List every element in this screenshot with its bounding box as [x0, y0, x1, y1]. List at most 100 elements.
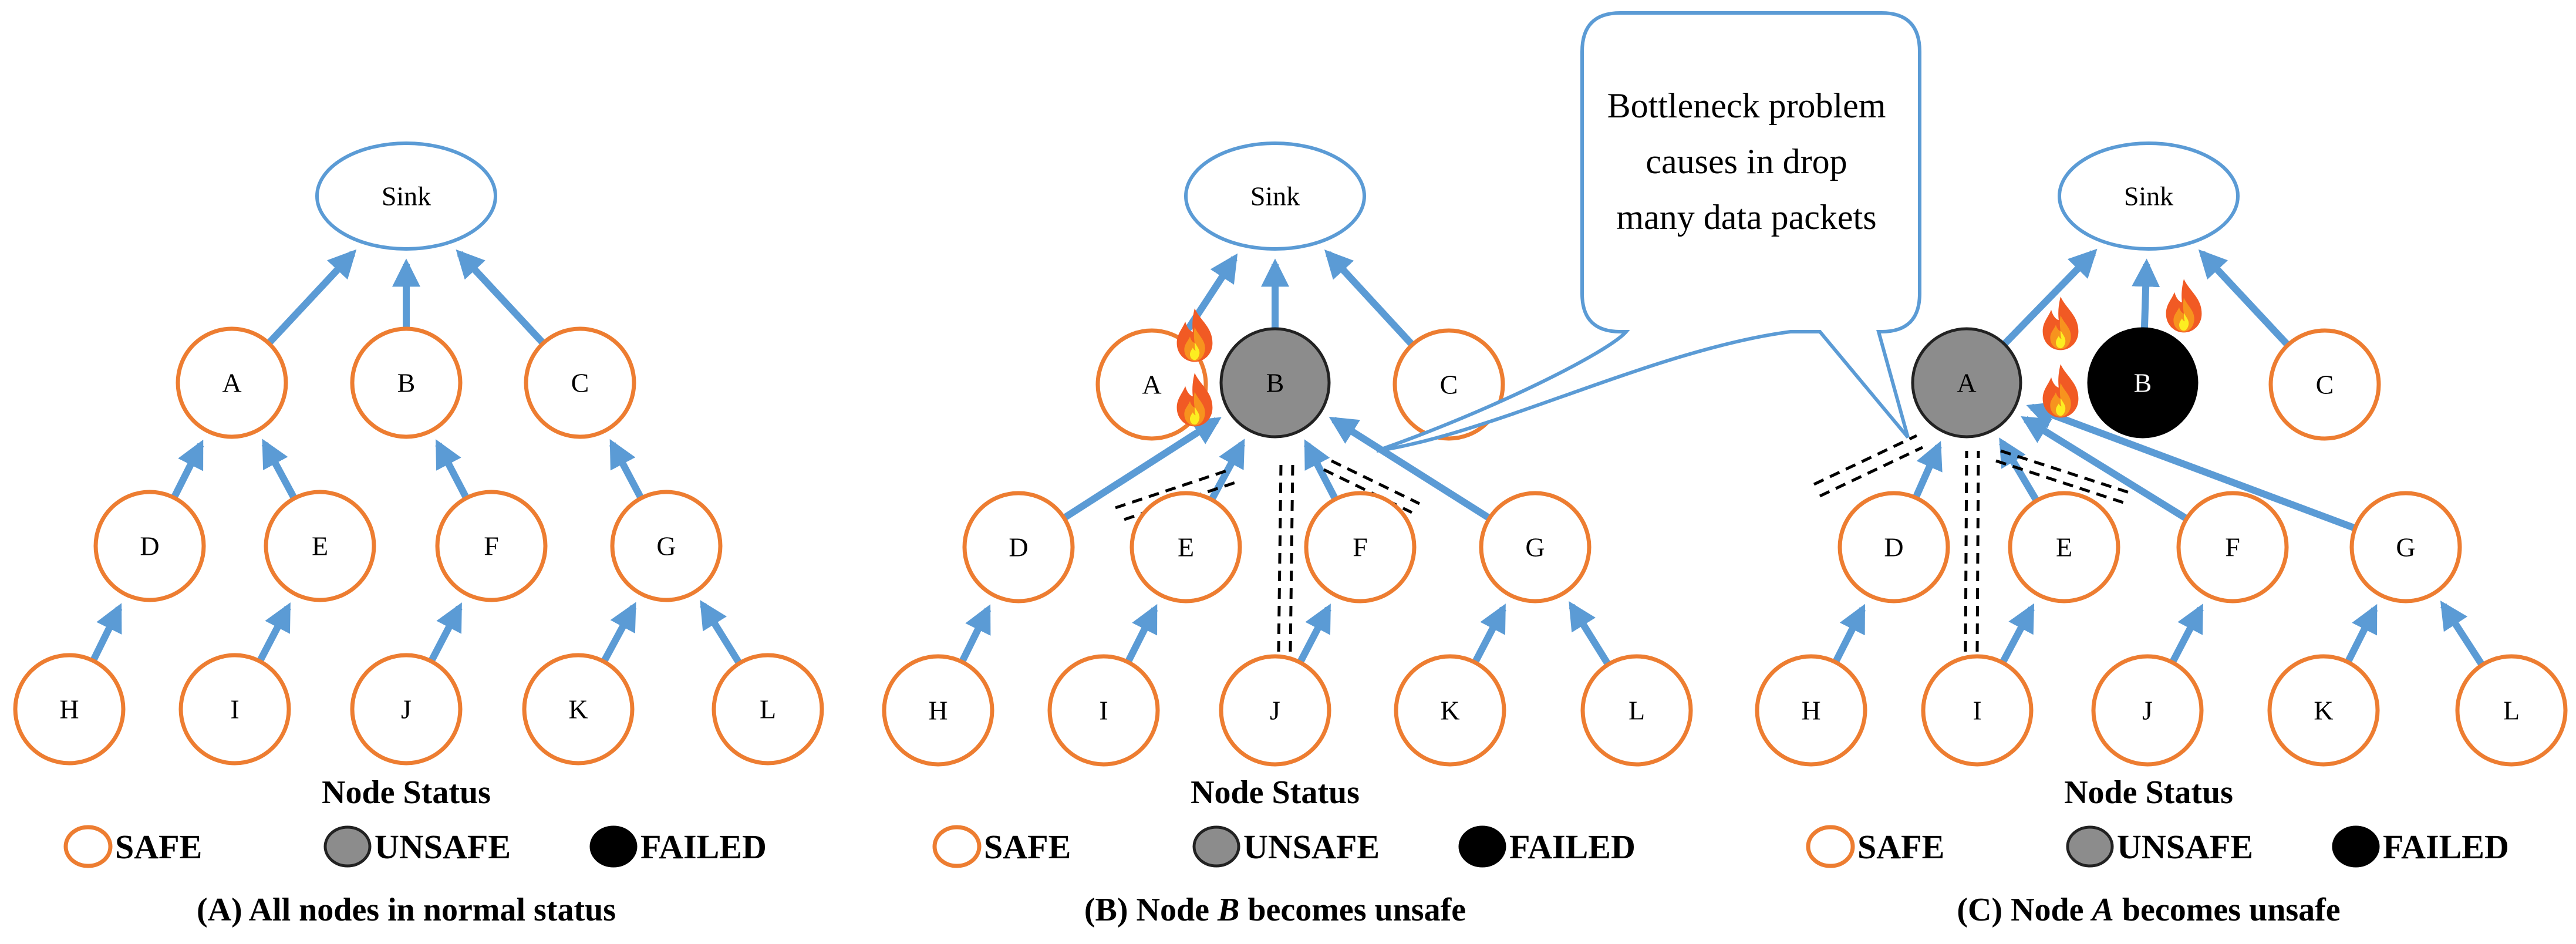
legend-unsafe-label: UNSAFE — [2117, 828, 2253, 866]
edge-k-to-g — [2345, 604, 2378, 664]
node-k: K — [1394, 654, 1506, 767]
node-c: C — [2268, 328, 2381, 441]
edge-d-to-a — [1912, 441, 1943, 500]
node-j: J — [1219, 654, 1331, 767]
node-label: G — [1525, 532, 1545, 562]
edge-c-to-sink — [1324, 250, 1415, 348]
node-label: C — [1440, 370, 1458, 400]
node-e: E — [1129, 491, 1242, 604]
edge-h-to-d — [1832, 604, 1866, 664]
node-l: L — [1580, 654, 1693, 767]
node-k: K — [2267, 654, 2380, 767]
legend-failed-label: FAILED — [1509, 828, 1636, 866]
legend-safe-swatch — [932, 825, 982, 868]
node-label: F — [484, 531, 499, 561]
legend-title: Node Status — [2064, 774, 2233, 811]
legend-failed-swatch — [2332, 825, 2380, 868]
node-h: H — [1755, 654, 1867, 767]
legend-unsafe-swatch — [1192, 825, 1240, 868]
edge-l-to-g — [2440, 600, 2486, 667]
node-l: L — [712, 653, 824, 766]
node-label: L — [2503, 696, 2520, 726]
panel-caption: (A) All nodes in normal status — [197, 892, 616, 928]
broken-link-5 — [2000, 449, 2132, 495]
node-f: F — [435, 490, 548, 602]
node-label: E — [2056, 532, 2072, 562]
node-label: F — [2225, 532, 2240, 562]
node-f: F — [1304, 491, 1417, 604]
node-label: H — [59, 694, 79, 724]
edge-f-to-b — [435, 439, 470, 500]
broken-link-3 — [1277, 463, 1283, 652]
legend-title: Node Status — [1191, 774, 1360, 811]
panel-caption: (B) Node B becomes unsafe — [1084, 892, 1466, 928]
node-c: C — [524, 326, 636, 439]
legend-failed-swatch — [589, 825, 638, 868]
edge-e-to-b — [1208, 439, 1245, 502]
legend-title: Node Status — [322, 774, 491, 811]
callout-line-1: Bottleneck problem — [1607, 86, 1886, 125]
legend-failed-label: FAILED — [2383, 828, 2509, 866]
node-e: E — [264, 490, 376, 602]
node-a: A — [176, 326, 288, 439]
node-label: K — [1440, 696, 1459, 726]
legend-unsafe-swatch — [2066, 825, 2114, 868]
node-label: E — [312, 531, 328, 561]
node-i: I — [178, 653, 291, 766]
node-g: G — [2349, 491, 2462, 604]
edge-a-to-sink — [2001, 248, 2098, 347]
node-e: E — [2008, 491, 2120, 604]
node-label: H — [928, 696, 948, 726]
node-label: J — [2142, 696, 2153, 726]
node-b: B — [2087, 327, 2199, 439]
legend-safe-label: SAFE — [115, 828, 202, 866]
legend-safe-label: SAFE — [984, 828, 1071, 866]
edge-l-to-g — [1569, 601, 1611, 667]
broken-link-4 — [1289, 463, 1294, 652]
edge-f-to-b — [1303, 439, 1339, 501]
edge-a-to-sink — [1178, 253, 1238, 342]
edge-g-to-a — [2026, 402, 2356, 532]
node-f: F — [2176, 491, 2289, 604]
node-label: B — [1266, 368, 1284, 398]
edge-g-to-c — [609, 439, 645, 500]
fire-icon — [2166, 279, 2202, 333]
edge-h-to-d — [90, 603, 123, 663]
edge-d-to-b — [1062, 417, 1222, 521]
callout-line-3: many data packets — [1616, 198, 1876, 237]
node-g: G — [610, 490, 723, 602]
node-sink: Sink — [2058, 141, 2240, 251]
node-label: B — [397, 368, 416, 398]
legend-failed-label: FAILED — [640, 828, 767, 866]
node-label: L — [760, 694, 776, 724]
node-label: H — [1801, 696, 1820, 726]
node-label: I — [1973, 696, 1981, 726]
node-l: L — [2455, 654, 2568, 767]
edge-k-to-g — [1472, 604, 1506, 665]
edge-f-to-a — [2021, 416, 2189, 522]
node-label: C — [571, 368, 589, 398]
node-label: A — [222, 368, 241, 398]
node-j: J — [2091, 654, 2204, 767]
node-label: B — [2134, 368, 2152, 398]
node-k: K — [522, 653, 635, 766]
edge-g-to-b — [1329, 416, 1492, 521]
legend-unsafe-label: UNSAFE — [1243, 828, 1380, 866]
edge-a-to-sink — [266, 249, 357, 346]
edge-j-to-f — [2169, 604, 2204, 665]
legend-unsafe-swatch — [323, 825, 372, 868]
node-i: I — [1047, 654, 1160, 767]
node-label: Sink — [1250, 181, 1300, 211]
node-sink: Sink — [315, 141, 497, 251]
legend-safe-swatch — [1806, 825, 1855, 868]
edge-c-to-sink — [2198, 249, 2291, 348]
node-label: Sink — [382, 181, 431, 211]
node-h: H — [882, 654, 994, 767]
edge-k-to-g — [601, 602, 637, 663]
edge-j-to-f — [428, 602, 463, 663]
node-label: E — [1178, 532, 1194, 562]
